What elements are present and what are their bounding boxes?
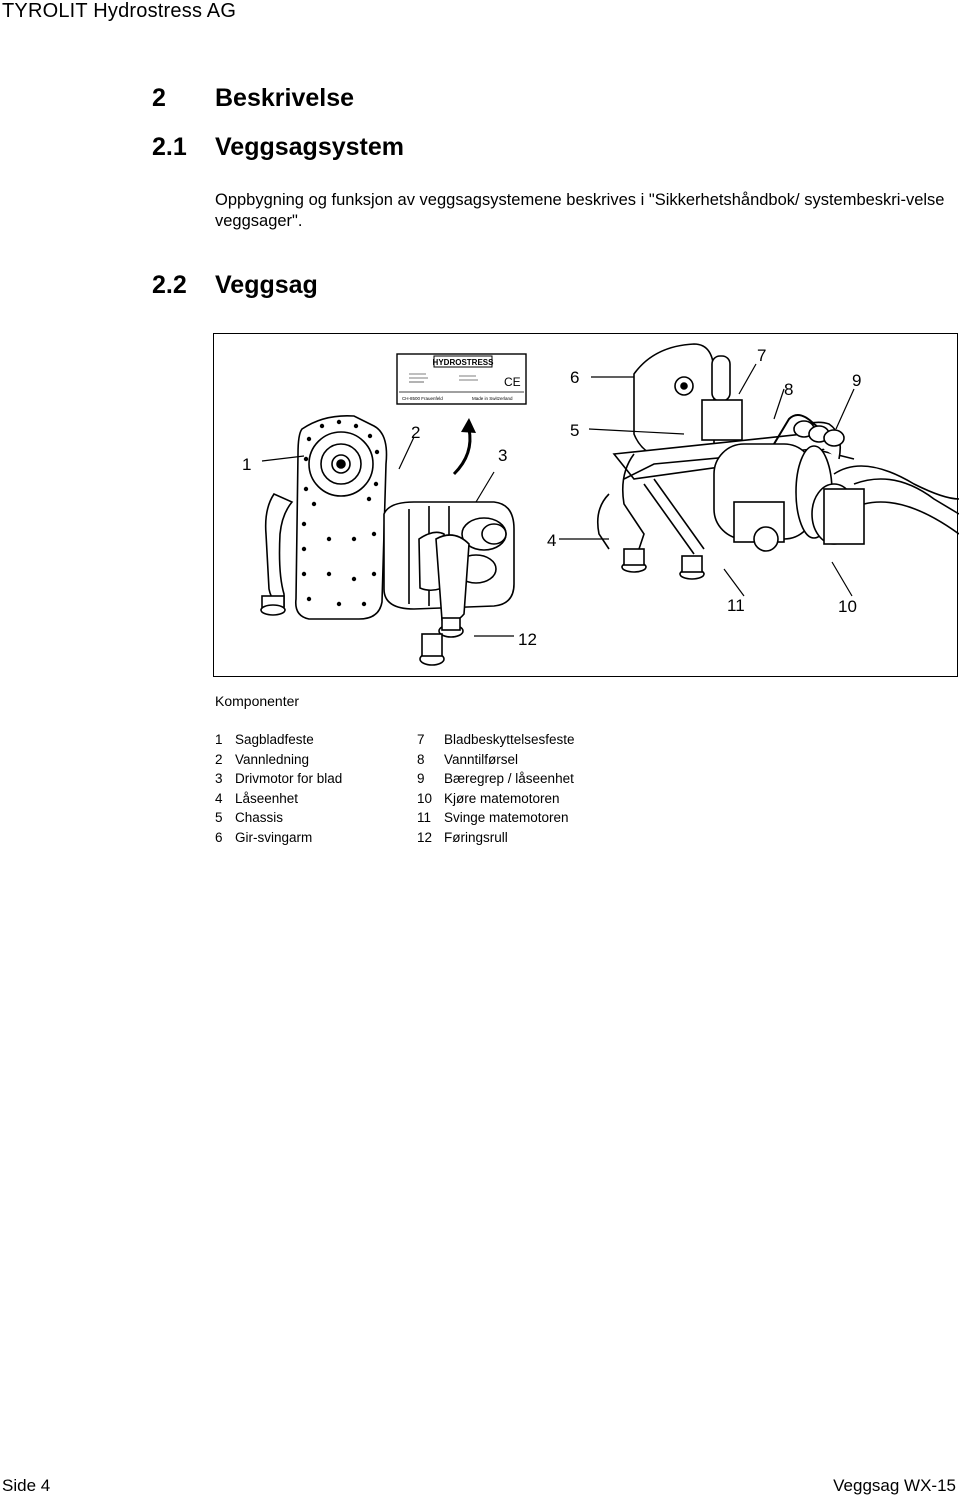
callout-12: 12 — [518, 630, 537, 649]
callout-9: 9 — [852, 371, 861, 390]
plate-left-text: CH-8500 Frauenfeld — [402, 396, 443, 401]
drive-motor — [383, 501, 515, 666]
page-number: Side 4 — [2, 1476, 51, 1495]
subsection-2-number: 2.2 — [152, 271, 187, 299]
callout-11: 11 — [727, 596, 745, 615]
callout-leaders — [261, 363, 855, 637]
header-brand: TYROLIT Hydrostress AG — [2, 0, 237, 22]
callout-5: 5 — [570, 421, 579, 440]
callout-2: 2 — [411, 423, 420, 442]
chassis — [596, 421, 959, 580]
document-title: Veggsag WX-15 — [833, 1476, 956, 1495]
blade-mount-body — [260, 414, 388, 620]
carry-handle — [773, 414, 845, 447]
section-number: 2 — [152, 84, 166, 112]
plate-right-text: Made in Switzerland — [472, 396, 513, 401]
plate-brand: HYDROSTRESS — [433, 358, 495, 367]
wall-saw-figure: HYDROSTRESS CE CH-8500 Frauenfeld Made i… — [213, 333, 959, 677]
callout-3: 3 — [498, 446, 507, 465]
section-title: Beskrivelse — [215, 84, 355, 112]
callout-6: 6 — [570, 368, 579, 387]
callout-7: 7 — [757, 346, 766, 365]
components-title: Komponenter — [215, 693, 300, 709]
subsection-1-text: Oppbygning og funksjon av veggsagsysteme… — [215, 191, 945, 230]
callout-8: 8 — [784, 380, 793, 399]
subsection-1-number: 2.1 — [152, 133, 187, 161]
wall-saw-illustration: HYDROSTRESS CE CH-8500 Frauenfeld Made i… — [242, 343, 959, 666]
callout-4: 4 — [547, 531, 556, 550]
name-plate — [396, 353, 527, 405]
callout-10: 10 — [838, 597, 857, 616]
callout-1: 1 — [242, 455, 251, 474]
gear-swing-arm — [633, 343, 743, 460]
ce-mark: CE — [504, 375, 521, 389]
subsection-2-title: Veggsag — [215, 271, 318, 299]
subsection-1-title: Veggsagsystem — [215, 133, 404, 161]
